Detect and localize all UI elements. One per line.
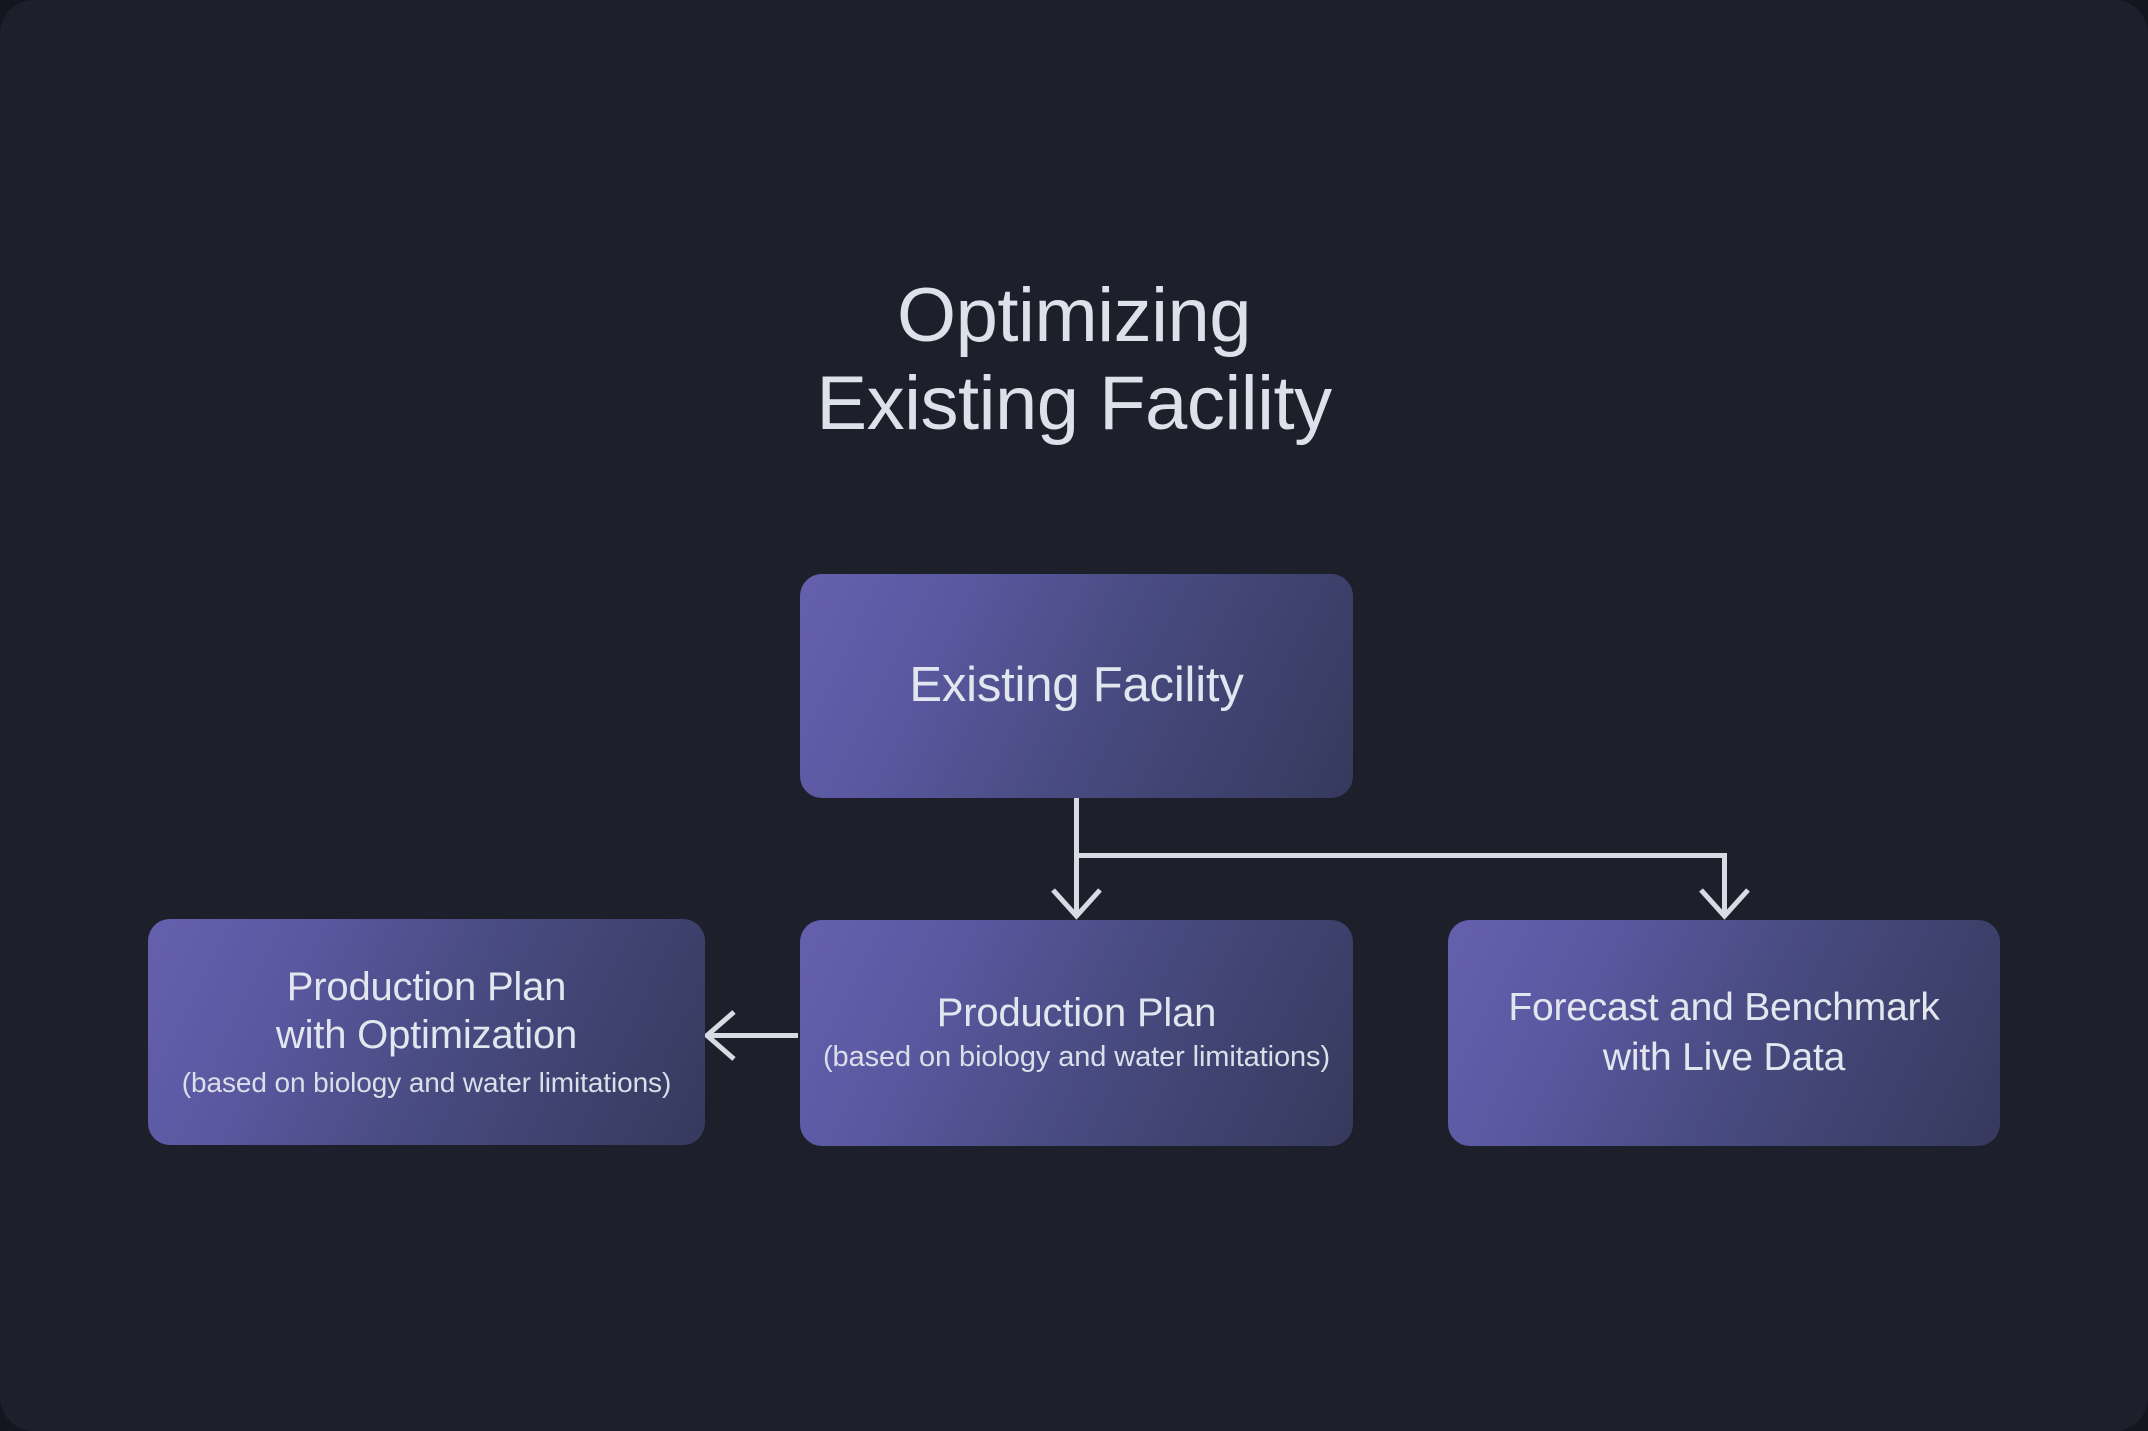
chevron-down-icon bbox=[1699, 888, 1750, 920]
page-title-line-2: Existing Facility bbox=[816, 361, 1332, 447]
node-production-plan-subtitle: (based on biology and water limitations) bbox=[823, 1041, 1330, 1074]
edge-existing-facility-to-production-plan bbox=[1051, 798, 1102, 920]
page-title: Optimizing Existing Facility bbox=[0, 272, 2148, 448]
edge-production-plan-to-production-plan-with-optimization bbox=[703, 1010, 798, 1061]
node-existing-facility-title: Existing Facility bbox=[909, 658, 1244, 713]
node-forecast-and-benchmark-title-line-2: with Live Data bbox=[1602, 1036, 1846, 1079]
node-existing-facility[interactable]: Existing Facility bbox=[800, 574, 1353, 798]
edge-existing-facility-to-forecast-and-benchmark bbox=[1076, 853, 1750, 920]
node-forecast-and-benchmark[interactable]: Forecast and Benchmark with Live Data bbox=[1448, 920, 2000, 1146]
node-forecast-and-benchmark-title-line-1: Forecast and Benchmark bbox=[1508, 986, 1940, 1030]
node-production-plan-with-optimization-title-line-1: Production Plan bbox=[286, 965, 567, 1010]
chevron-left-icon bbox=[703, 1010, 736, 1061]
edge-line-right-down bbox=[1076, 853, 1727, 917]
page-title-line-1: Optimizing bbox=[897, 273, 1252, 358]
chevron-down-icon bbox=[1051, 888, 1102, 920]
node-production-plan-with-optimization-subtitle: (based on biology and water limitations) bbox=[181, 1066, 672, 1098]
node-production-plan-with-optimization-title-line-2: with Optimization bbox=[275, 1012, 578, 1057]
node-production-plan-with-optimization[interactable]: Production Plan with Optimization (based… bbox=[148, 919, 705, 1145]
node-production-plan[interactable]: Production Plan (based on biology and wa… bbox=[800, 920, 1353, 1146]
node-production-plan-title: Production Plan bbox=[936, 991, 1217, 1036]
